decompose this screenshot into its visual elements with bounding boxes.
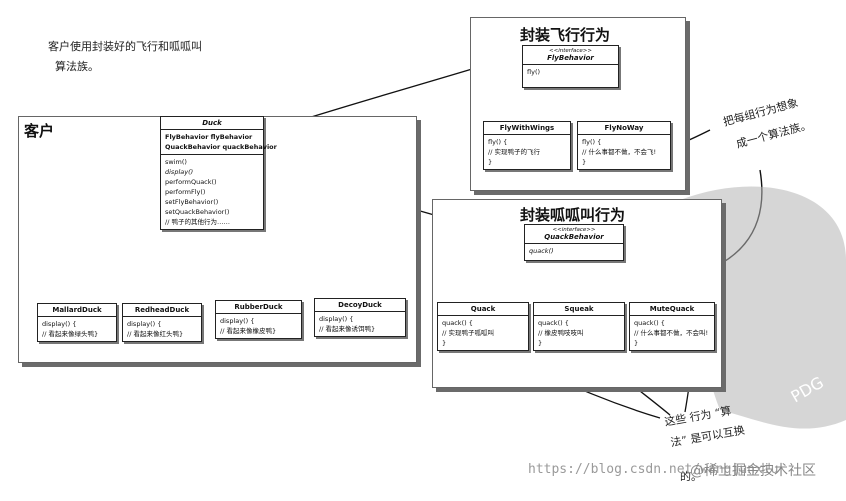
duck-method: setFlyBehavior() (165, 198, 219, 206)
interface-name: FlyBehavior (547, 54, 594, 62)
interface-body: quack() (525, 244, 623, 260)
duck-class-box: Duck FlyBehavior flyBehavior QuackBehavi… (160, 116, 277, 230)
duck-methods: swim() display() performQuack() performF… (161, 155, 263, 229)
impl-name: Squeak (534, 303, 624, 316)
impl-name: MuteQuack (630, 303, 714, 316)
subclass-code: // 看起来像橡皮鸭} (220, 327, 277, 335)
impl-body: quack() { // 实现鸭子呱呱叫 } (438, 316, 528, 350)
impl-code: quack() { (442, 319, 473, 327)
fly-no-way-box: FlyNoWay fly() { // 什么事都不做，不会飞! } (577, 121, 671, 170)
duck-fields: FlyBehavior flyBehavior QuackBehavior qu… (161, 130, 277, 155)
client-panel-title: 客户 (24, 122, 55, 140)
fly-panel-title: 封装飞行行为 (520, 26, 611, 44)
subclass-code: // 看起来像红头鸭} (127, 330, 184, 338)
duck-method: // 鸭子的其他行为…… (165, 218, 230, 226)
impl-body: fly() { // 实现鸭子的飞行 } (484, 135, 570, 169)
interface-header: <<interface>> FlyBehavior (523, 46, 618, 65)
interface-method: fly() (527, 68, 541, 76)
decoy-duck-box: DecoyDuck display() { // 看起来像诱饵鸭} (314, 298, 406, 337)
quack-behavior-interface: <<interface>> QuackBehavior quack() (524, 224, 624, 261)
duck-method: setQuackBehavior() (165, 208, 230, 216)
juejin-watermark: @稀土掘金技术社区 (690, 463, 816, 479)
rubber-duck-box: RubberDuck display() { // 看起来像橡皮鸭} (215, 300, 302, 339)
impl-name: Quack (438, 303, 528, 316)
duck-field: FlyBehavior flyBehavior (165, 133, 253, 141)
impl-name: FlyWithWings (484, 122, 570, 135)
interface-body: fly() (523, 65, 618, 87)
squeak-box: Squeak quack() { // 橡皮鸭吱吱叫 } (533, 302, 625, 351)
interface-name: QuackBehavior (544, 233, 604, 241)
subclass-code: display() { (220, 317, 255, 325)
fly-behavior-interface: <<interface>> FlyBehavior fly() (522, 45, 619, 88)
subclass-name: RedheadDuck (123, 304, 201, 317)
subclass-name: MallardDuck (38, 304, 116, 317)
impl-code: // 什么事都不做，不会叫! (634, 329, 709, 337)
duck-method: display() (165, 168, 194, 176)
mallard-duck-box: MallardDuck display() { // 看起来像绿头鸭} (37, 303, 117, 342)
subclass-code: display() { (127, 320, 162, 328)
fly-with-wings-box: FlyWithWings fly() { // 实现鸭子的飞行 } (483, 121, 571, 170)
quack-panel-title: 封装呱呱叫行为 (520, 206, 626, 224)
impl-code: // 实现鸭子呱呱叫 (442, 329, 494, 337)
impl-code: quack() { (538, 319, 569, 327)
csdn-watermark: https://blog.csdn.net/wangjunxiu (528, 462, 779, 477)
impl-name: FlyNoWay (578, 122, 670, 135)
impl-code: // 橡皮鸭吱吱叫 (538, 329, 584, 337)
impl-code: // 实现鸭子的飞行 (488, 148, 540, 156)
interface-header: <<interface>> QuackBehavior (525, 225, 623, 244)
impl-code: fly() { (488, 138, 508, 146)
subclass-code: display() { (42, 320, 77, 328)
impl-code: fly() { (582, 138, 602, 146)
client-note-line1: 客户使用封装好的飞行和呱呱叫 (48, 40, 202, 53)
interface-method: quack() (529, 247, 554, 255)
quack-box: Quack quack() { // 实现鸭子呱呱叫 } (437, 302, 529, 351)
interface-stereotype: <<interface>> (552, 227, 596, 233)
impl-code: } (442, 339, 447, 347)
impl-code: } (488, 158, 493, 166)
duck-method: swim() (165, 158, 187, 166)
subclass-code: // 看起来像绿头鸭} (42, 330, 99, 338)
duck-class-name: Duck (161, 117, 263, 130)
impl-body: quack() { // 橡皮鸭吱吱叫 } (534, 316, 624, 350)
impl-code: } (582, 158, 587, 166)
swap-note-line3: 的。 (680, 470, 702, 483)
impl-code: // 什么事都不做，不会飞! (582, 148, 657, 156)
redhead-duck-box: RedheadDuck display() { // 看起来像红头鸭} (122, 303, 202, 342)
duck-method: performQuack() (165, 178, 217, 186)
subclass-code: // 看起来像诱饵鸭} (319, 325, 376, 333)
interface-stereotype: <<interface>> (549, 48, 592, 54)
subclass-body: display() { // 看起来像红头鸭} (123, 317, 201, 341)
subclass-body: display() { // 看起来像绿头鸭} (38, 317, 116, 341)
subclass-name: DecoyDuck (315, 299, 405, 312)
impl-code: } (634, 339, 639, 347)
impl-body: fly() { // 什么事都不做，不会飞! } (578, 135, 670, 169)
subclass-body: display() { // 看起来像诱饵鸭} (315, 312, 405, 336)
client-note-line2: 算法族。 (55, 60, 99, 73)
subclass-code: display() { (319, 315, 354, 323)
impl-code: } (538, 339, 543, 347)
duck-field: QuackBehavior quackBehavior (165, 143, 277, 151)
subclass-body: display() { // 看起来像橡皮鸭} (216, 314, 301, 338)
impl-code: quack() { (634, 319, 665, 327)
mute-quack-box: MuteQuack quack() { // 什么事都不做，不会叫! } (629, 302, 715, 351)
subclass-name: RubberDuck (216, 301, 301, 314)
duck-method: performFly() (165, 188, 206, 196)
impl-body: quack() { // 什么事都不做，不会叫! } (630, 316, 714, 350)
